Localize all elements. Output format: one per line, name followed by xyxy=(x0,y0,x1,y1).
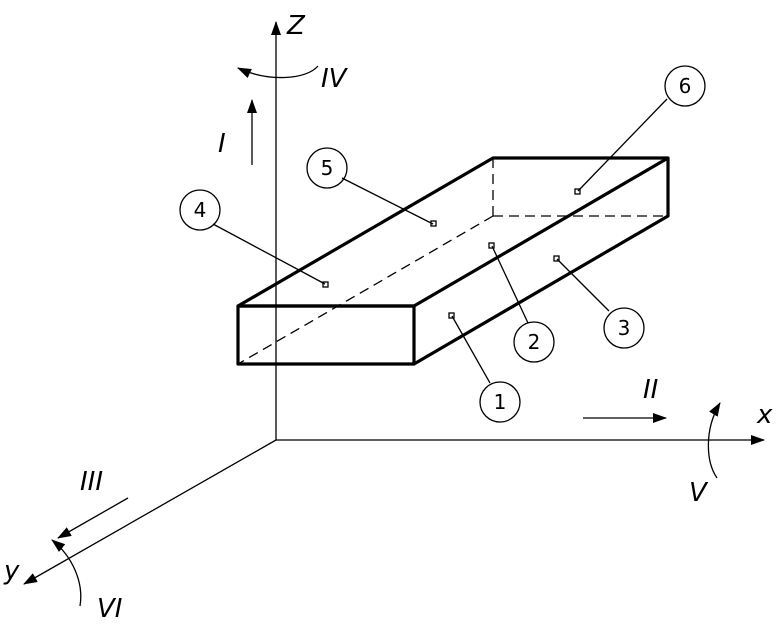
callout-4: 4 xyxy=(179,189,221,231)
callout-5: 5 xyxy=(306,147,348,189)
y-axis xyxy=(23,439,277,585)
callout-1-number: 1 xyxy=(494,390,507,414)
callout-2-number: 2 xyxy=(528,330,541,354)
box-visible-edges xyxy=(236,156,670,366)
callout-3-number: 3 xyxy=(618,316,631,340)
x-axis-label: x xyxy=(756,400,773,430)
motion-v-arrow xyxy=(707,402,721,479)
motion-vi-arrow xyxy=(51,539,82,607)
motion-iv-arrow xyxy=(237,65,319,79)
callout-2: 2 xyxy=(513,321,555,363)
motion-v-label: V xyxy=(689,478,709,508)
point-markers xyxy=(322,188,581,319)
callout-6: 6 xyxy=(664,65,706,107)
motion-vi-label: VI xyxy=(97,594,122,624)
y-axis-label: y xyxy=(3,556,20,586)
box-hidden-edges xyxy=(237,158,668,365)
motion-iii-arrow xyxy=(57,497,129,539)
z-axis-label: Z xyxy=(286,11,306,41)
callout-1: 1 xyxy=(479,381,521,423)
motion-i-label: I xyxy=(218,129,226,159)
motion-ii-label: II xyxy=(643,375,658,405)
callout-3: 3 xyxy=(603,307,645,349)
motion-iv-label: IV xyxy=(321,64,349,94)
motion-iii-label: III xyxy=(80,467,103,497)
leader-lines xyxy=(212,98,668,384)
callout-6-number: 6 xyxy=(679,74,692,98)
callout-4-number: 4 xyxy=(194,198,207,222)
callout-5-number: 5 xyxy=(321,156,334,180)
